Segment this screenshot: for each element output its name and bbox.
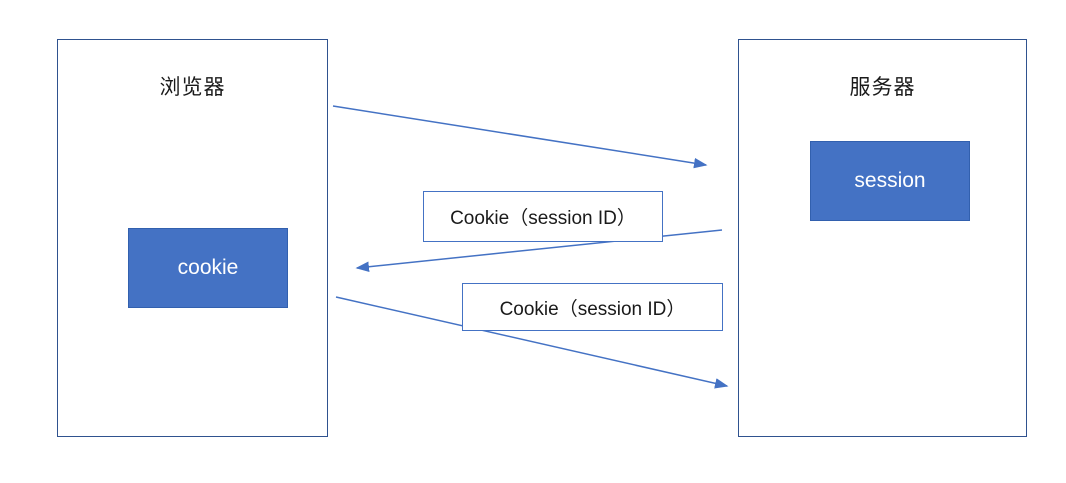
session-box: session [810,141,970,221]
cookie-label: cookie [177,256,239,279]
cookie-message-label-2: Cookie（session ID） [499,298,686,320]
server-title: 服务器 [849,76,916,99]
cookie-message-box-1: Cookie（session ID） [423,191,663,242]
cookie-box: cookie [128,228,288,308]
server-box: 服务器 [738,39,1027,437]
cookie-message-box-2: Cookie（session ID） [462,283,723,331]
request-arrow-browser-to-server [332,105,708,169]
cookie-message-label-1: Cookie（session ID） [450,208,636,229]
browser-title: 浏览器 [159,76,226,99]
session-label: session [854,169,926,192]
